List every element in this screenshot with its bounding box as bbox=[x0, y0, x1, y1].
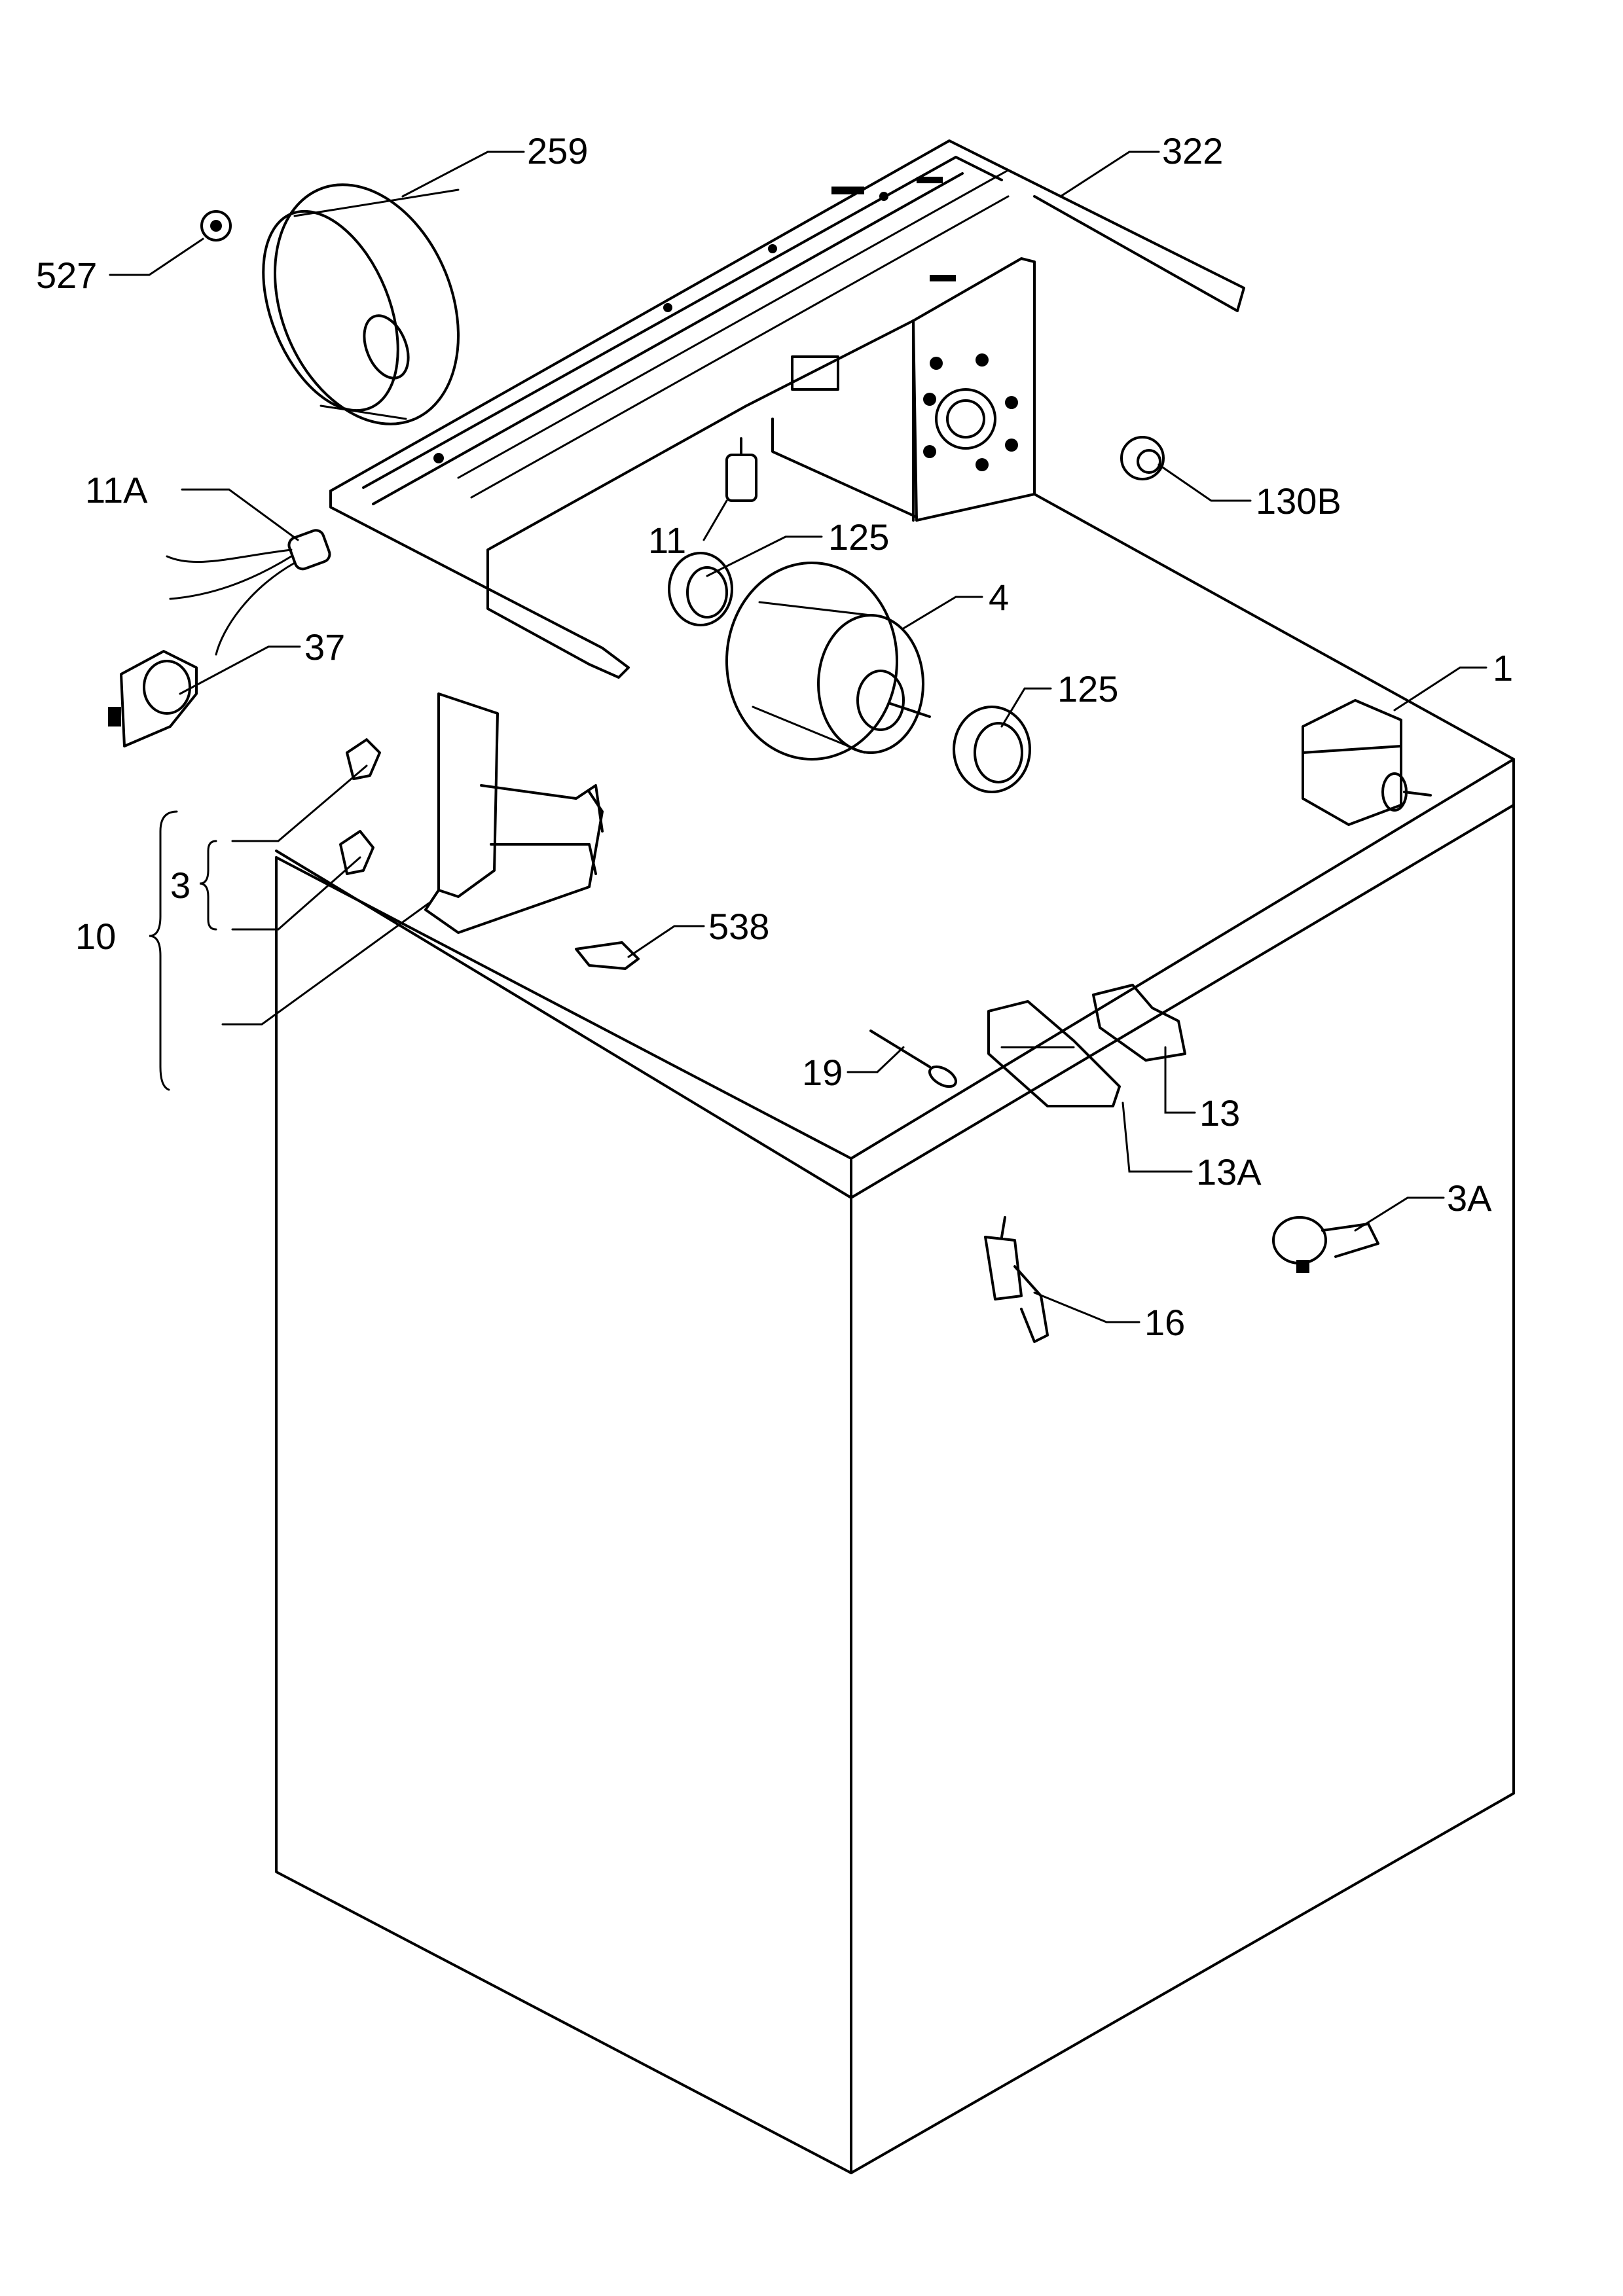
label-37: 37 bbox=[304, 626, 345, 668]
label-11A: 11A bbox=[85, 469, 148, 511]
label-322: 322 bbox=[1162, 130, 1223, 171]
label-130B: 130B bbox=[1256, 480, 1341, 522]
leader-lines bbox=[109, 151, 1487, 1323]
part-19-probe bbox=[869, 1030, 957, 1088]
part-16-latch bbox=[984, 1216, 1049, 1343]
part-527-nut bbox=[200, 210, 232, 242]
part-125-bearing-a bbox=[668, 552, 733, 626]
part-37-thermostat bbox=[108, 650, 198, 747]
part-13-connector bbox=[1092, 984, 1186, 1062]
part-11-capacitor bbox=[725, 437, 757, 502]
part-259-fan-wheel bbox=[262, 183, 460, 425]
part-13A-connector bbox=[987, 1000, 1121, 1107]
label-19: 19 bbox=[802, 1052, 843, 1093]
label-125-a: 125 bbox=[828, 516, 889, 558]
part-10-door-assembly bbox=[424, 692, 604, 934]
label-10: 10 bbox=[75, 916, 116, 957]
label-11: 11 bbox=[648, 520, 686, 561]
part-1-timer-switch bbox=[1302, 699, 1432, 826]
part-538-clip bbox=[575, 941, 640, 970]
cabinet bbox=[275, 493, 1515, 2174]
part-322-mounting-rail bbox=[329, 139, 1245, 679]
part-130B-knob bbox=[1120, 436, 1165, 480]
part-3A-actuator bbox=[1272, 1216, 1379, 1273]
label-4: 4 bbox=[989, 577, 1009, 618]
label-538: 538 bbox=[708, 906, 769, 947]
label-1: 1 bbox=[1493, 647, 1513, 689]
label-527: 527 bbox=[36, 255, 97, 296]
label-259: 259 bbox=[527, 130, 588, 171]
label-125-b: 125 bbox=[1057, 668, 1118, 709]
label-3A: 3A bbox=[1447, 1177, 1492, 1219]
label-13: 13 bbox=[1199, 1092, 1240, 1134]
part-4-motor bbox=[725, 562, 931, 761]
part-125-bearing-b bbox=[953, 706, 1031, 793]
part-11A-wire-connector bbox=[166, 529, 331, 656]
label-16: 16 bbox=[1144, 1302, 1185, 1343]
part-3-switches bbox=[339, 738, 381, 875]
part-labels: 259 322 527 11A 11 125 4 125 130B 37 1 3… bbox=[36, 130, 1513, 1343]
label-13A: 13A bbox=[1196, 1151, 1262, 1193]
label-3: 3 bbox=[170, 865, 191, 906]
